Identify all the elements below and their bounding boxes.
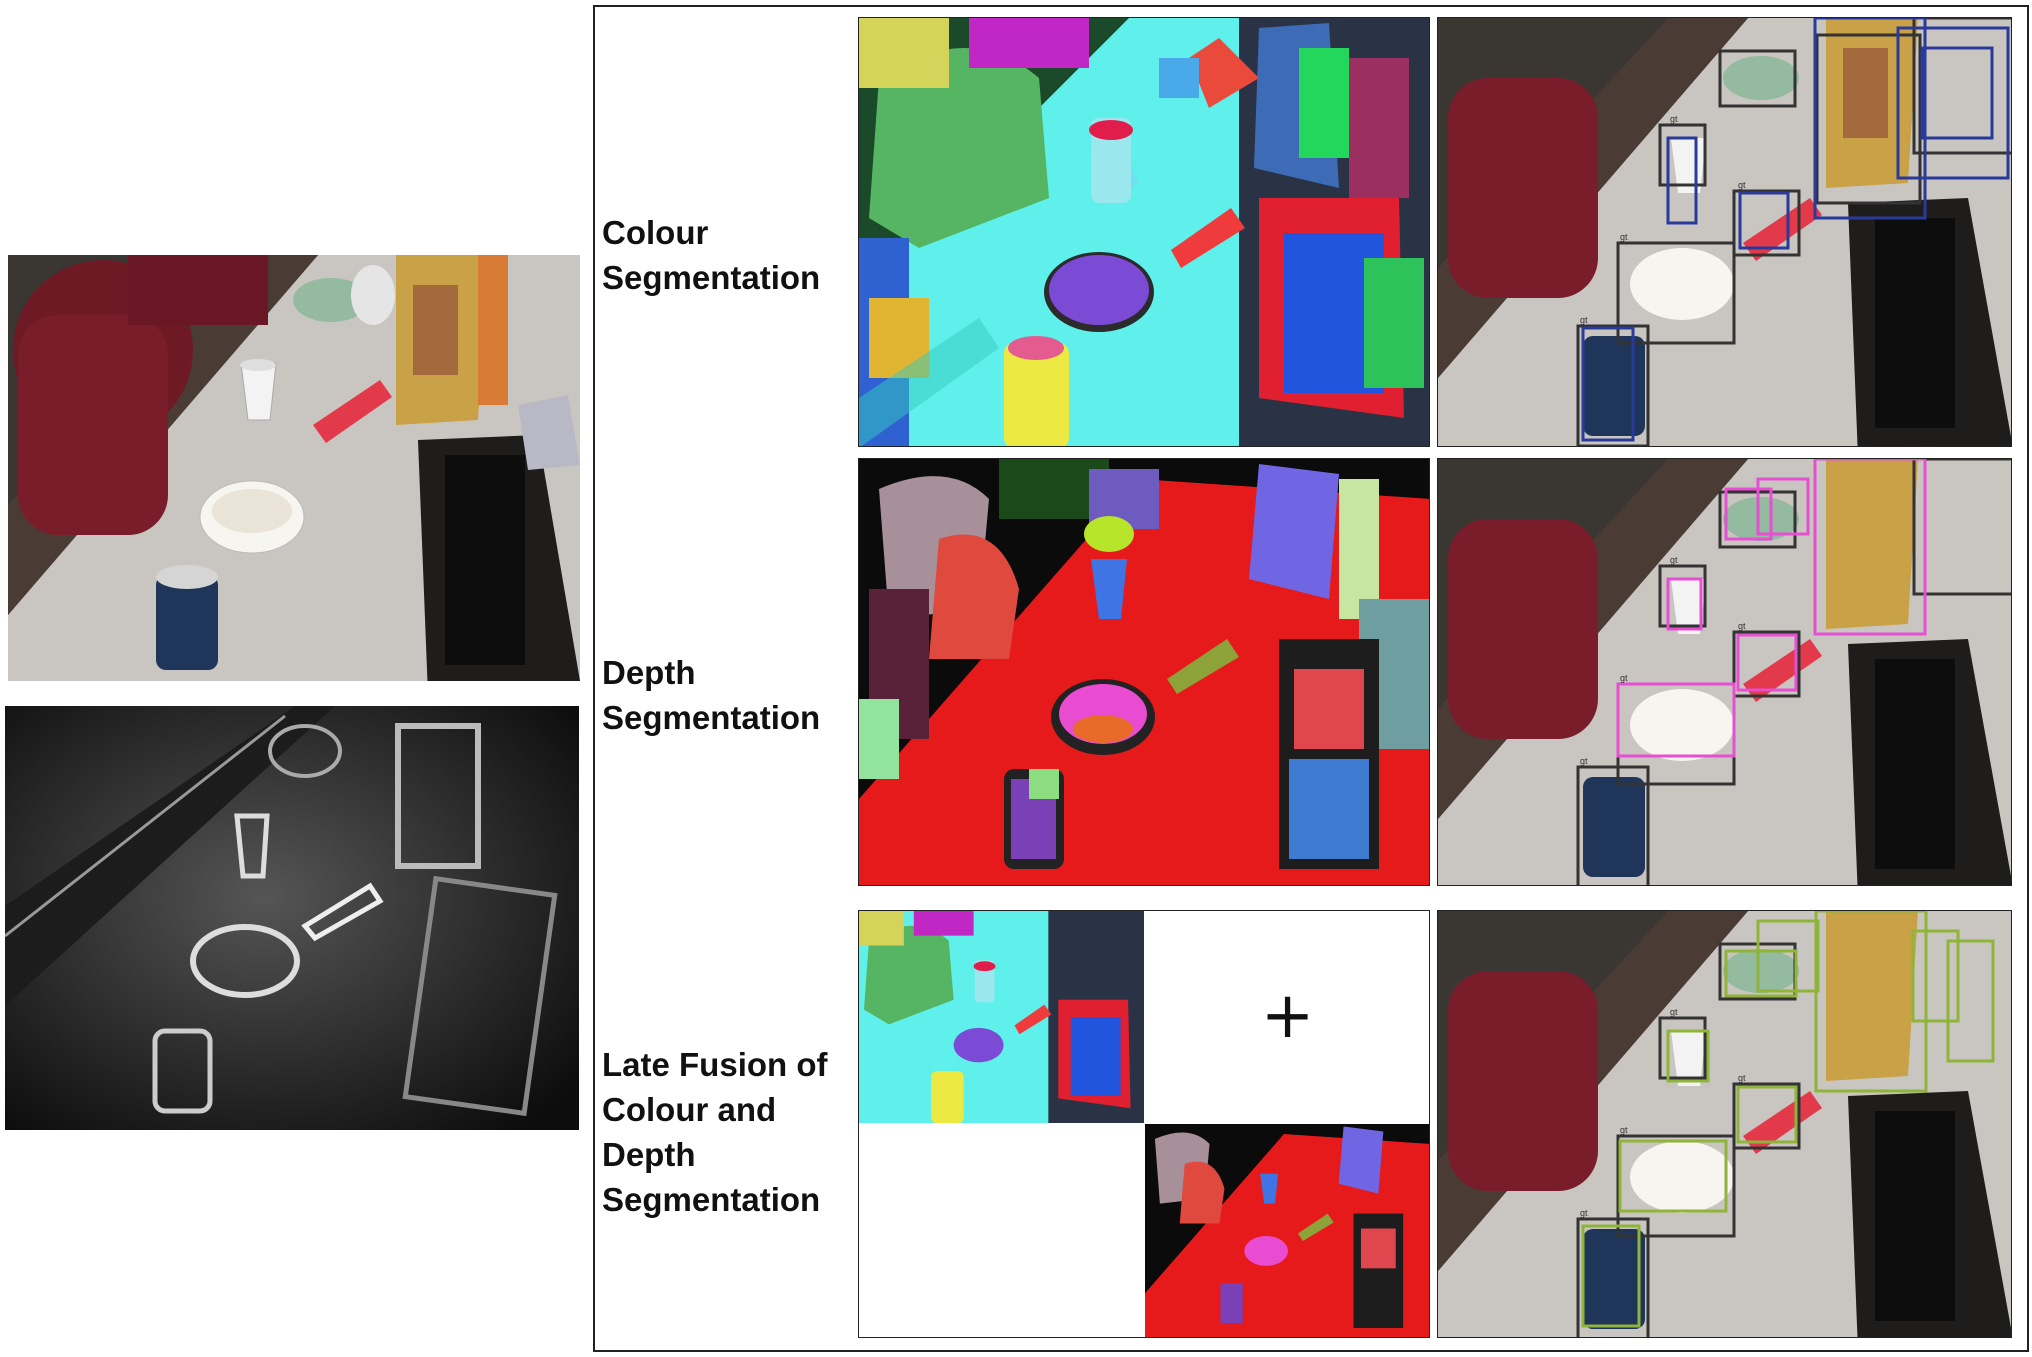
rgb-input-photo — [8, 255, 580, 681]
row-label-line: Segmentation — [602, 699, 821, 736]
box-tag: gt — [1580, 1208, 1588, 1218]
row-label-line: Colour and — [602, 1091, 777, 1128]
box-tag: gt — [1738, 621, 1746, 631]
row-label-line: Depth — [602, 654, 696, 691]
fusion-colour-thumbnail — [859, 911, 1144, 1123]
box-tag: gt — [1738, 1073, 1746, 1083]
row-label-line: Colour — [602, 214, 709, 251]
box-tag: gt — [1670, 555, 1678, 565]
box-tag: gt — [1670, 1007, 1678, 1017]
plus-sign: + — [1260, 979, 1315, 1053]
depth-segmentation-map — [858, 458, 1430, 886]
box-tag: gt — [1620, 673, 1628, 683]
depth-input-image — [5, 706, 579, 1130]
box-tag: gt — [1580, 756, 1588, 766]
row-label-line: Late Fusion of — [602, 1046, 828, 1083]
colour-detection-result: gt gt gt gt — [1437, 17, 2012, 447]
row-label-colour: Colour Segmentation — [602, 210, 852, 300]
box-tag: gt — [1620, 232, 1628, 242]
box-tag: gt — [1580, 315, 1588, 325]
box-tag: gt — [1670, 114, 1678, 124]
results-frame — [593, 5, 2029, 1352]
box-tag: gt — [1620, 1125, 1628, 1135]
row-label-line: Segmentation — [602, 1181, 821, 1218]
row-label-fusion: Late Fusion of Colour and Depth Segmenta… — [602, 1042, 852, 1222]
row-label-line: Depth — [602, 1136, 696, 1173]
fusion-depth-thumbnail — [1145, 1124, 1429, 1337]
colour-segmentation-map — [858, 17, 1430, 447]
row-label-line: Segmentation — [602, 259, 821, 296]
row-label-depth: Depth Segmentation — [602, 650, 852, 740]
depth-detection-result: gt gt gt gt — [1437, 458, 2012, 886]
box-tag: gt — [1738, 180, 1746, 190]
fusion-detection-result: gt gt gt gt — [1437, 910, 2012, 1338]
